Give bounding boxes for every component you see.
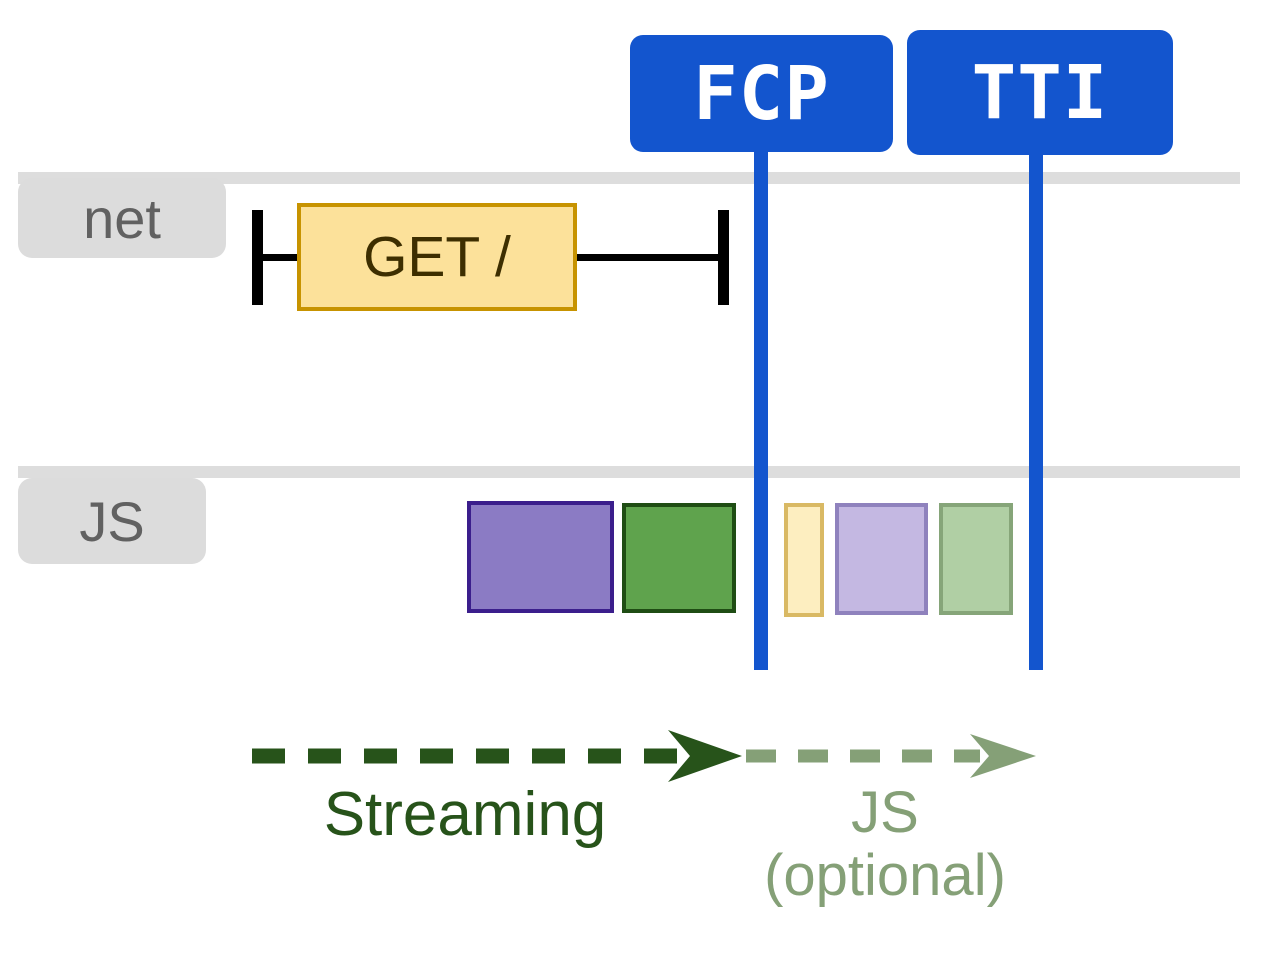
js-task-block: [622, 503, 736, 613]
track-label-net: net: [18, 178, 226, 258]
tti-marker-badge[interactable]: TTI: [907, 30, 1173, 155]
js-optional-phase-label: JS (optional): [764, 780, 1006, 908]
js-optional-arrow-head: [970, 734, 1036, 778]
js-task-block: [467, 501, 614, 613]
js-task-block: [939, 503, 1013, 615]
request-start-cap: [252, 210, 263, 305]
streaming-arrow-head: [668, 730, 742, 782]
streaming-phase-arrow: [252, 730, 742, 782]
fcp-marker-badge[interactable]: FCP: [630, 35, 893, 152]
track-rule-net: [18, 172, 1240, 184]
js-task-block: [835, 503, 928, 615]
js-task-block: [784, 503, 824, 617]
fcp-marker-line: [754, 140, 768, 670]
request-end-cap: [718, 210, 729, 305]
track-rule-js: [18, 466, 1240, 478]
request-connector-left: [258, 254, 306, 261]
tti-marker-line: [1029, 140, 1043, 670]
request-label-box: GET /: [297, 203, 577, 311]
request-connector-right: [576, 254, 724, 261]
track-label-js: JS: [18, 478, 206, 564]
streaming-phase-label: Streaming: [323, 780, 607, 849]
js-optional-phase-arrow: [746, 734, 1036, 778]
